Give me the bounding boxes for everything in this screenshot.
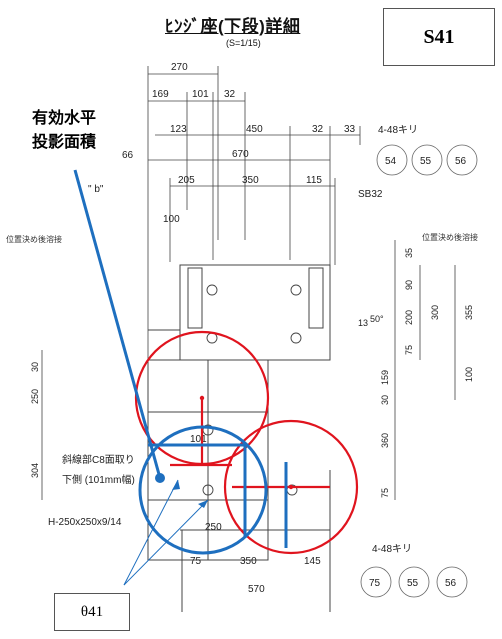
blue-overlay xyxy=(73,169,288,555)
dim-75a: 75 xyxy=(404,345,414,355)
dim-250l: 250 xyxy=(30,389,40,404)
dim-100: 100 xyxy=(163,214,180,225)
note-bevel: 斜線部C8面取り xyxy=(62,453,135,466)
dim-66: 66 xyxy=(122,150,134,161)
note-b-mark: " b" xyxy=(88,184,104,195)
theta-arrowheads xyxy=(172,480,208,508)
dim-75b: 75 xyxy=(380,488,390,498)
red-points xyxy=(199,395,294,490)
dim-30l: 30 xyxy=(30,362,40,372)
drawing-scale: (S=1/15) xyxy=(226,38,261,48)
circled-bottom-3: 56 xyxy=(445,578,457,589)
circled-bottom-1: 75 xyxy=(369,578,381,589)
dim-450: 450 xyxy=(246,124,263,135)
dim-350a: 350 xyxy=(242,175,259,186)
tag-s41: S41 xyxy=(383,8,495,66)
dim-270: 270 xyxy=(171,62,188,73)
note-left: 位置決め後溶接 xyxy=(6,234,62,244)
dim-570: 570 xyxy=(248,584,265,595)
dim-355: 355 xyxy=(464,305,474,320)
note-13: 13 xyxy=(358,318,368,328)
dim-101b: 101 xyxy=(190,434,207,445)
dim-32a: 32 xyxy=(224,89,236,100)
dim-360: 360 xyxy=(380,433,390,448)
circled-top-2: 55 xyxy=(420,156,432,167)
dim-304: 304 xyxy=(30,463,40,478)
circled-bottom-2: 55 xyxy=(407,578,419,589)
dim-159: 159 xyxy=(380,370,390,385)
dim-33: 33 xyxy=(344,124,356,135)
dim-169: 169 xyxy=(152,89,169,100)
tag-theta41: θ41 xyxy=(54,593,130,631)
note-kiri-top: 4-48キリ xyxy=(378,125,418,136)
note-section: H-250x250x9/14 xyxy=(48,517,122,528)
dim-145: 145 xyxy=(304,556,321,567)
dim-32b: 32 xyxy=(312,124,324,135)
dim-75c: 75 xyxy=(190,556,202,567)
circled-top-1: 54 xyxy=(385,156,397,167)
dim-250b: 250 xyxy=(205,522,222,533)
theta-leaders xyxy=(123,479,209,586)
note-kiri-bottom: 4-48キリ xyxy=(372,544,412,555)
bolt-holes xyxy=(202,284,302,496)
callout-line2: 投影面積 xyxy=(32,134,97,151)
blue-dot xyxy=(155,473,165,483)
drawing-title: ﾋﾝｼﾞ座(下段)詳細 xyxy=(165,17,301,36)
circled-group-bottom xyxy=(360,566,468,598)
dim-30r: 30 xyxy=(380,395,390,405)
right-dimension-lines xyxy=(394,240,456,500)
note-right: 位置決め後溶接 xyxy=(422,232,478,242)
note-bevel2: 下側 (101mm幅) xyxy=(62,473,135,486)
dim-123: 123 xyxy=(170,124,187,135)
dim-35: 35 xyxy=(404,248,414,258)
dim-300: 300 xyxy=(430,305,440,320)
circled-group-top xyxy=(376,144,478,176)
red-overlay xyxy=(134,330,359,555)
callout-line1: 有効水平 xyxy=(32,110,97,127)
circled-top-3: 56 xyxy=(455,156,467,167)
dim-101: 101 xyxy=(192,89,209,100)
dim-115: 115 xyxy=(306,175,322,186)
dim-350b: 350 xyxy=(240,556,257,567)
dim-90: 90 xyxy=(404,280,414,290)
dim-200: 200 xyxy=(404,310,414,325)
dim-205: 205 xyxy=(178,175,195,186)
dim-100r: 100 xyxy=(464,367,474,382)
note-sb32: SB32 xyxy=(358,189,383,200)
note-angle: 50° xyxy=(370,314,384,324)
dim-670: 670 xyxy=(232,149,249,160)
